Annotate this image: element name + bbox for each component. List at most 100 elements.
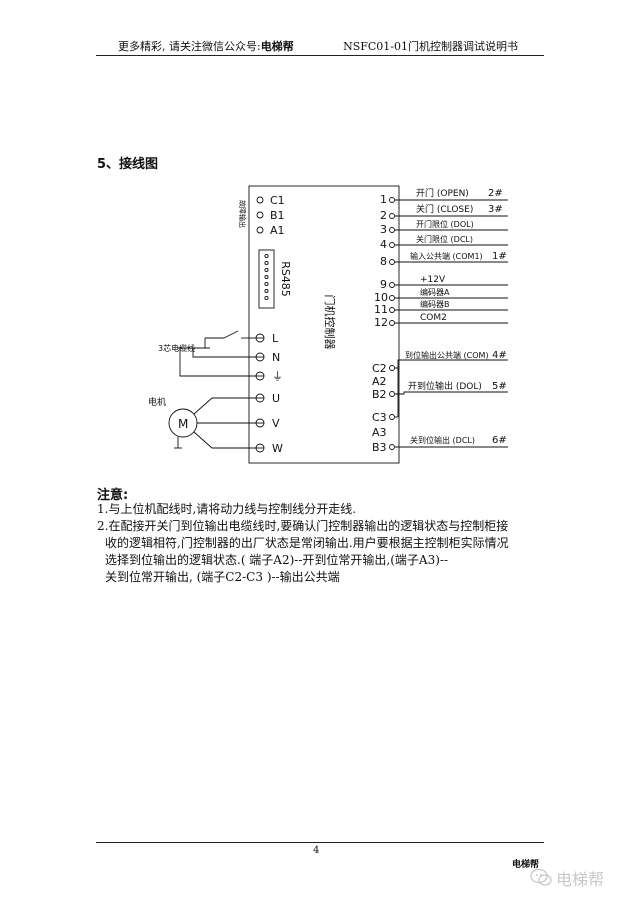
motor-label: 电机 [148, 396, 166, 408]
signal-open-code: 2# [488, 188, 503, 199]
wire-u [193, 397, 256, 415]
relay-dcl-code: 6# [492, 435, 507, 446]
signal-dcl-label: 关门限位 (DCL) [416, 234, 473, 244]
footer-rule [96, 842, 544, 843]
pin [264, 288, 269, 294]
terminal-circle [256, 196, 264, 204]
page-number: 4 [313, 845, 320, 856]
terminal-v: V [272, 417, 280, 430]
terminal-c1: C1 [270, 194, 285, 207]
signal-com1-label: 输入公共端 (COM1) [410, 251, 483, 261]
terminal-circle [389, 320, 395, 326]
note-2-line-2: 收的逻辑相符,门控制器的出厂状态是常闭输出.用户要根据主控制柜实际情况 [105, 536, 509, 550]
relay-dcl-label: 关到位输出 (DCL) [410, 435, 475, 445]
signal-close-code: 3# [488, 204, 503, 215]
relay-com-line [395, 359, 508, 369]
terminal-circle [389, 197, 395, 203]
signal-com1-code: 1# [492, 251, 507, 262]
terminal-circle [389, 444, 395, 450]
header-brand: 电梯帮 [260, 40, 294, 53]
notes-title: 注意: [97, 488, 129, 503]
terminal-a3: A3 [372, 426, 387, 439]
chat-bubble-icon [530, 868, 552, 886]
cable-label: 3芯电缆线 [158, 343, 195, 353]
pin [264, 281, 269, 287]
signal-enc-a-label: 编码器A [420, 287, 450, 297]
terminal-u: U [272, 392, 280, 405]
header-title: NSFC01-01门机控制器调试说明书 [343, 40, 518, 53]
terminal-circle [256, 226, 264, 234]
terminal-9: 9 [380, 278, 387, 291]
wire-ground [179, 348, 256, 377]
pin [264, 267, 269, 273]
controller-label: 门机控制器 [323, 295, 337, 350]
terminal-8: 8 [380, 255, 387, 268]
note-2-line-1: 2.在配接开关门到位输出电缆线时,要确认门控制器输出的逻辑状态与控制柜接 [97, 519, 509, 533]
signal-12v-label: +12V [420, 275, 446, 285]
wire-w [193, 431, 256, 449]
note-2-line-4: 关到位常开输出, (端子C2-C3 )--输出公共端 [105, 570, 340, 584]
terminal-circle [389, 391, 395, 397]
terminal-2: 2 [380, 209, 387, 222]
terminal-circle [389, 213, 395, 219]
note-2: 2.在配接开关门到位输出电缆线时,要确认门控制器输出的逻辑状态与控制柜接 收的逻… [97, 518, 547, 586]
terminal-ground: ⏚ [272, 370, 283, 383]
signal-close-label: 关门 (CLOSE) [416, 203, 473, 215]
terminal-circle [389, 259, 395, 265]
terminal-circle [389, 295, 395, 301]
pin [264, 253, 269, 259]
header-left-prefix: 更多精彩, 请关注微信公众号: [118, 40, 261, 53]
wire-n [192, 348, 256, 358]
terminal-a1: A1 [270, 224, 285, 237]
section-title: 5、接线图 [97, 157, 159, 172]
terminal-3: 3 [380, 223, 387, 236]
terminal-c2: C2 [372, 362, 387, 375]
relay-com-code: 4# [492, 350, 507, 361]
watermark-text: 电梯帮 [556, 870, 605, 889]
header-left: 更多精彩, 请关注微信公众号:电梯帮 [118, 38, 294, 54]
terminal-b1: B1 [270, 209, 285, 222]
note-2-line-3: 选择到位输出的逻辑状态.( 端子A2)--开到位常开输出,(端子A3)-- [105, 553, 448, 567]
signal-com2-label: COM2 [420, 313, 447, 323]
note-1: 1.与上位机配线时,请将动力线与控制线分开走线. [97, 502, 357, 516]
terminal-b3: B3 [372, 441, 387, 454]
motor-symbol: M [178, 417, 188, 431]
switch-contact [223, 330, 239, 339]
terminal-circle [389, 307, 395, 313]
fault-output-label: 故障输出 [238, 200, 247, 228]
terminal-n: N [272, 351, 280, 364]
relay-dol-line [395, 391, 508, 395]
terminal-circle [389, 227, 395, 233]
header-rule [96, 55, 544, 56]
terminal-4: 4 [380, 238, 387, 251]
controller-box [248, 185, 400, 464]
terminal-10: 10 [374, 291, 388, 304]
rs485-label: RS485 [279, 261, 292, 297]
signal-enc-b-label: 编码器B [420, 299, 450, 309]
right-terminal-group: 1 2 3 4 8 9 10 11 12 [374, 193, 388, 329]
terminal-w: W [272, 442, 283, 455]
terminal-circle [389, 414, 395, 420]
terminal-11: 11 [374, 303, 388, 316]
terminal-circle [389, 365, 395, 371]
terminal-circle [256, 211, 264, 219]
terminal-1: 1 [380, 193, 387, 206]
terminal-b2: B2 [372, 388, 387, 401]
rs485-connector [258, 249, 275, 309]
watermark: 电梯帮 [530, 866, 604, 890]
pin [264, 274, 269, 280]
terminal-circle [389, 242, 395, 248]
terminal-a2: A2 [372, 375, 387, 388]
pin [264, 295, 269, 301]
relay-dol-code: 5# [492, 381, 507, 392]
terminal-c3: C3 [372, 411, 387, 424]
terminal-12: 12 [374, 316, 388, 329]
relay-dol-label: 开到位输出 (DOL) [408, 380, 482, 392]
terminal-l: L [272, 332, 279, 345]
signal-open-label: 开门 (OPEN) [416, 187, 469, 199]
pin [264, 260, 269, 266]
terminal-circle [389, 282, 395, 288]
signal-dol-label: 开门限位 (DOL) [416, 219, 474, 229]
footer-brand: 电梯帮 [512, 860, 540, 870]
